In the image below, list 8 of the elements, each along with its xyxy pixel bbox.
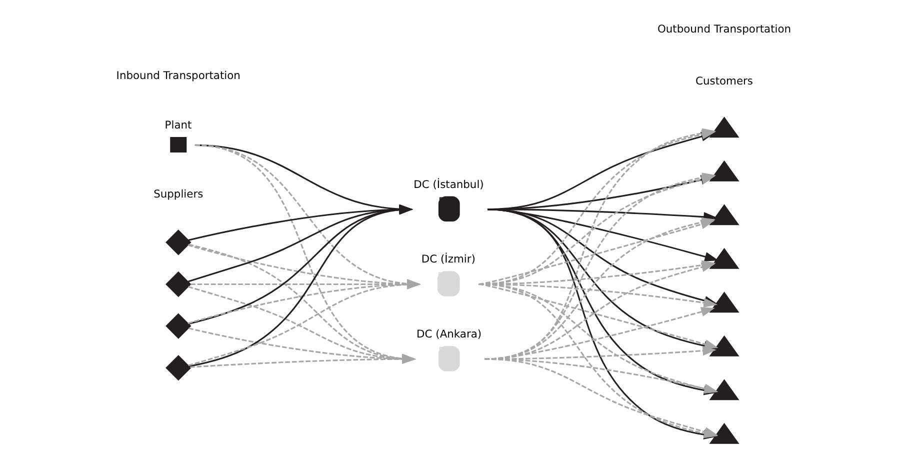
label: Customers	[695, 74, 752, 88]
label: Outbound Transportation	[656, 22, 791, 36]
label: Suppliers	[153, 188, 203, 201]
node-label: DC (İstanbul)	[413, 178, 484, 191]
label: Inbound Transportation	[116, 68, 240, 82]
node-label: DC (Ankara)	[416, 328, 482, 340]
node-label: DC (İzmir)	[420, 252, 475, 266]
node-label: Plant	[164, 118, 192, 132]
